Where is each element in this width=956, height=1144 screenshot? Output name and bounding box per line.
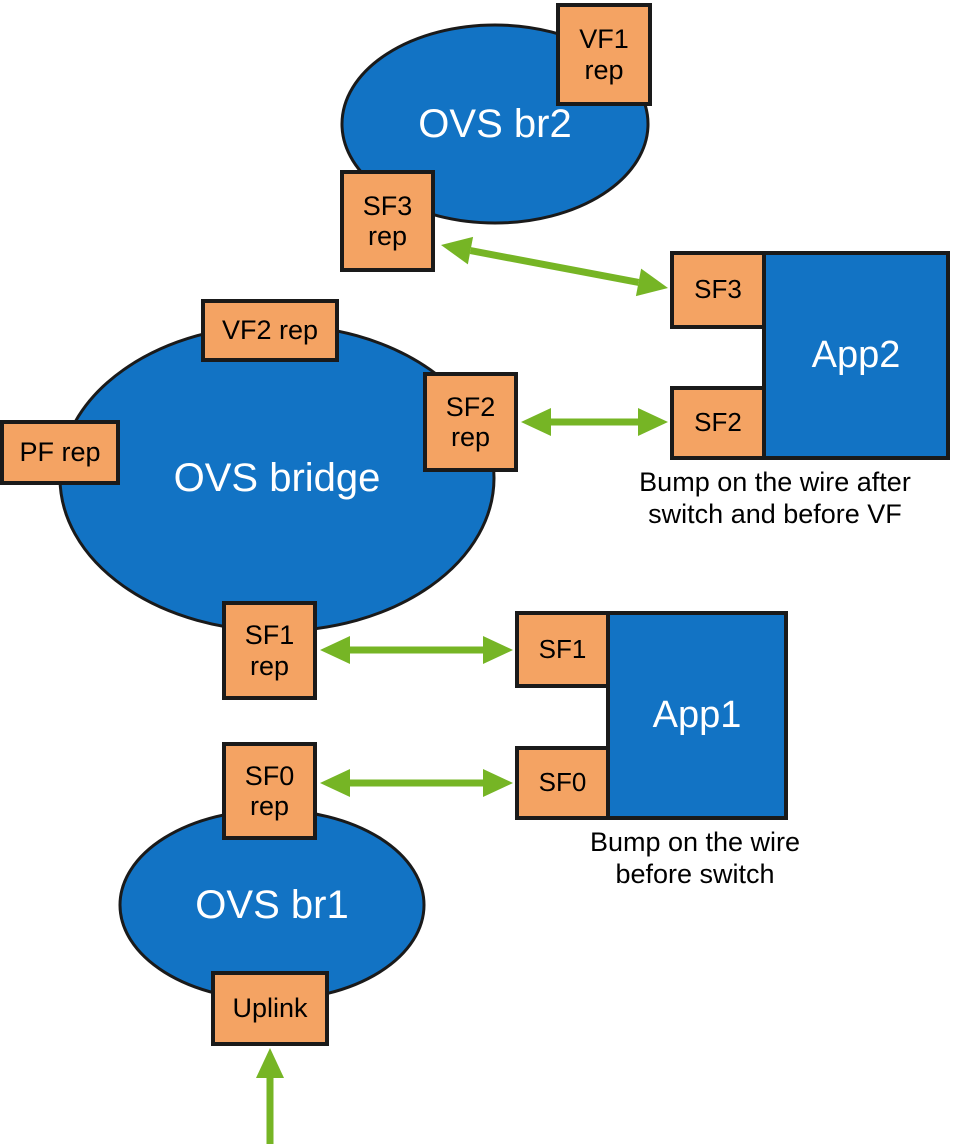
arrow-sf3-link[interactable] bbox=[441, 236, 668, 297]
arrow-head-end-sf3-link bbox=[441, 236, 474, 265]
arrow-head-end-sf0-link bbox=[483, 769, 513, 797]
arrow-head-start-sf3-link bbox=[635, 268, 668, 297]
port-sf3-rep[interactable] bbox=[340, 170, 435, 272]
caption-app2: Bump on the wire after switch and before… bbox=[639, 467, 911, 530]
port-sf0-app1[interactable] bbox=[515, 746, 610, 820]
caption-app1: Bump on the wire before switch bbox=[589, 827, 801, 890]
port-sf2-app2[interactable] bbox=[670, 386, 766, 460]
port-sf0-rep[interactable] bbox=[222, 742, 317, 840]
app-app1[interactable] bbox=[606, 611, 788, 820]
port-sf3-app2[interactable] bbox=[670, 251, 766, 329]
arrow-sf0-link[interactable] bbox=[320, 769, 513, 797]
arrow-sf1-link[interactable] bbox=[320, 636, 513, 664]
arrow-sf2-link[interactable] bbox=[521, 408, 668, 436]
arrow-head-start-sf0-link bbox=[320, 769, 350, 797]
port-vf2-rep[interactable] bbox=[201, 299, 339, 362]
arrow-head-start-sf1-link bbox=[320, 636, 350, 664]
port-sf1-rep[interactable] bbox=[222, 601, 317, 700]
port-sf2-rep[interactable] bbox=[423, 372, 518, 472]
arrow-shaft-sf3-link bbox=[469, 247, 640, 286]
arrow-uplink-link[interactable] bbox=[256, 1048, 284, 1144]
port-pf-rep[interactable] bbox=[0, 420, 120, 485]
port-vf1-rep[interactable] bbox=[556, 3, 652, 106]
arrow-head-end-sf2-link bbox=[638, 408, 668, 436]
arrow-head-end-uplink-link bbox=[256, 1048, 284, 1078]
arrow-head-start-sf2-link bbox=[521, 408, 551, 436]
port-uplink[interactable] bbox=[211, 971, 329, 1046]
arrow-head-end-sf1-link bbox=[483, 636, 513, 664]
app-app2[interactable] bbox=[762, 251, 950, 460]
port-sf1-app1[interactable] bbox=[515, 611, 610, 688]
